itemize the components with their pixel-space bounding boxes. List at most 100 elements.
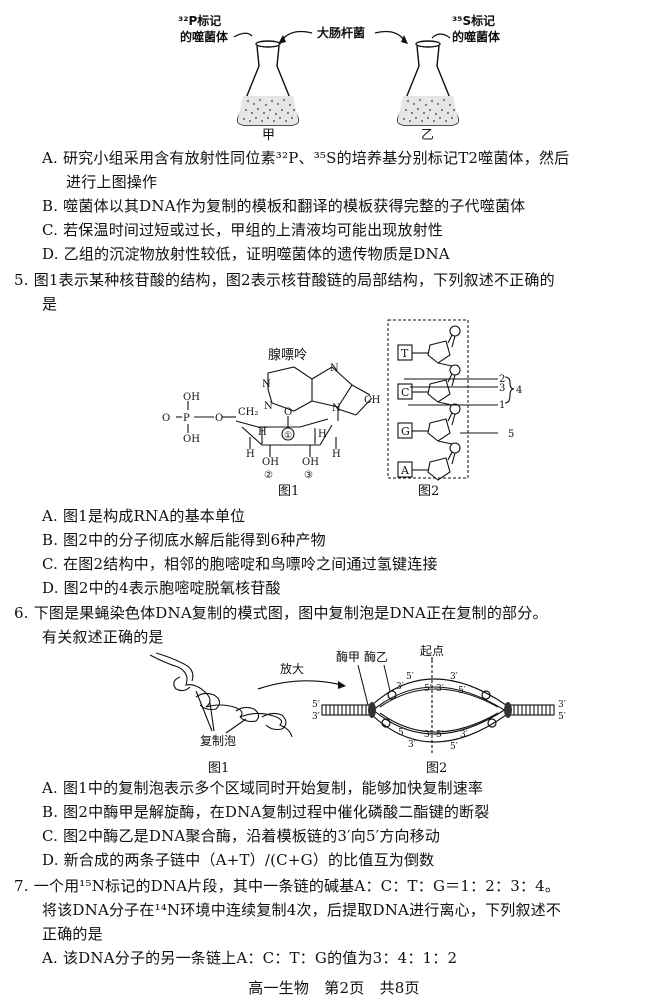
q4-option-a: A. 研究小组采用含有放射性同位素³²P、³⁵S的培养基分别标记T2噬菌体，然后 xyxy=(42,149,570,167)
flask-diagram xyxy=(233,30,460,126)
q4-option-a-cont: 进行上图操作 xyxy=(66,173,158,191)
q6-arrow-label: 放大 xyxy=(280,661,304,676)
label-ecoli: 大肠杆菌 xyxy=(317,26,366,40)
fig1-lbl-20: ③ xyxy=(304,470,313,481)
q5-option-a: A. 图1是构成RNA的基本单位 xyxy=(42,507,246,525)
flask-right-caption: 乙 xyxy=(421,128,435,143)
fig2-base-c: C xyxy=(401,386,409,399)
end-5: 3′ xyxy=(396,682,404,692)
fig2-caption: 图2 xyxy=(418,484,439,499)
q6-fig1-label: 复制泡 xyxy=(200,734,236,748)
fig1-lbl-4: O xyxy=(215,413,223,424)
fig1-lbl-14: H xyxy=(258,427,267,438)
q5-figures: 腺嘌呤 OH P O OH O CH₂ N N N N CH O ① H H H… xyxy=(162,319,522,499)
fig1-lbl-1: P xyxy=(183,413,190,424)
fig1-lbl-9: N xyxy=(332,403,341,414)
q5-stem-cont: 是 xyxy=(42,295,58,313)
fig2-lbl-2: 2 xyxy=(499,374,505,385)
q7-stem-cont1: 将该DNA分子在¹⁴N环境中连续复制4次，后提取DNA进行离心，下列叙述不 xyxy=(42,901,562,919)
label-32p-line2: 的噬菌体 xyxy=(180,30,229,44)
fig1-lbl-6: N xyxy=(262,379,271,390)
q6-fig2-caption: 图2 xyxy=(426,761,447,776)
label-32p-line1: ³²P标记 xyxy=(178,14,222,28)
q7-option-a: A. 该DNA分子的另一条链上A：C：T：G的值为3：4：1：2 xyxy=(42,949,458,967)
fig2-chain xyxy=(397,325,515,481)
q6-option-a: A. 图1中的复制泡表示多个区域同时开始复制，能够加快复制速率 xyxy=(42,779,484,797)
q7-stem: 7. 一个用¹⁵N标记的DNA片段，其中一条链的碱基A：C：T：G＝1：2：3：… xyxy=(14,877,561,895)
label-35s-line2: 的噬菌体 xyxy=(452,30,501,44)
q6-fig1-chromosome xyxy=(149,652,293,738)
fig1-lbl-7: N xyxy=(264,401,273,412)
fig1-lbl-19: ② xyxy=(264,470,273,481)
fig1-lbl-8: N xyxy=(330,363,339,374)
fig1-lbl-5: CH₂ xyxy=(238,407,258,418)
q7-stem-cont2: 正确的是 xyxy=(42,925,103,943)
fig2-lbl-3: 3 xyxy=(499,383,505,394)
fig1-nucleotide xyxy=(176,366,373,457)
q4-option-b: B. 噬菌体以其DNA作为复制的模板和翻译的模板获得完整的子代噬菌体 xyxy=(42,197,526,215)
end-7: 5′ xyxy=(458,686,466,696)
fig1-lbl-12: ① xyxy=(284,431,292,441)
fig1-lbl-11: O xyxy=(284,407,292,418)
label-35s-line1: ³⁵S标记 xyxy=(452,14,496,28)
q6-option-d: D. 新合成的两条子链中（A+T）/(C+G）的比值互为倒数 xyxy=(42,851,435,869)
fig2-lbl-1: 1 xyxy=(499,400,505,411)
fig1-lbl-17: OH xyxy=(262,457,279,468)
q6-stem: 6. 下图是果蝇染色体DNA复制的模式图，图中复制泡是DNA正在复制的部分。 xyxy=(14,604,548,622)
q6-figures: 复制泡 图1 放大 起点 酶甲 酶乙 5′ 3′ 3′ 5′ 5′ xyxy=(149,644,566,776)
end-14: 3′ xyxy=(424,730,432,740)
end-10: 3′ xyxy=(460,730,468,740)
q6-fig1-caption: 图1 xyxy=(208,761,229,776)
end-1: 3′ xyxy=(312,712,320,722)
q6-enzyme-b-label: 酶乙 xyxy=(364,649,388,664)
enzyme-a-left xyxy=(368,702,376,718)
arrow-left-top xyxy=(233,32,253,38)
enzyme-b-1 xyxy=(387,690,397,700)
enzyme-b-3 xyxy=(481,690,491,700)
end-3: 5′ xyxy=(558,712,566,722)
fig2-base-t: T xyxy=(401,347,409,360)
q5-option-b: B. 图2中的分子彻底水解后能得到6种产物 xyxy=(42,531,326,549)
end-9: 3′ xyxy=(408,740,416,750)
fig1-lbl-15: H xyxy=(318,429,327,440)
q5-option-c: C. 在图2结构中，相邻的胞嘧啶和鸟嘌呤之间通过氢键连接 xyxy=(42,555,438,573)
end-6: 3′ xyxy=(450,672,458,682)
end-11: 5′ xyxy=(450,742,458,752)
q6-option-c: C. 图2中酶乙是DNA聚合酶，沿着模板链的3′向5′方向移动 xyxy=(42,827,441,845)
q4-option-d: D. 乙组的沉淀物放射性较低，证明噬菌体的遗传物质是DNA xyxy=(42,245,450,263)
fig2-base-a: A xyxy=(400,464,410,477)
fig1-caption: 图1 xyxy=(278,484,299,499)
enzyme-b-4 xyxy=(487,718,497,728)
fig1-lbl-3: OH xyxy=(183,434,200,445)
end-12: 5′ xyxy=(424,684,432,694)
q4-option-c: C. 若保温时间过短或过长，甲组的上清液均可能出现放射性 xyxy=(42,221,444,239)
q6-fig2-bubble xyxy=(321,657,555,755)
fig1-title: 腺嘌呤 xyxy=(268,347,307,363)
end-15: 5′ xyxy=(436,730,444,740)
flask-left-caption: 甲 xyxy=(262,128,276,143)
fig1-lbl-13: H xyxy=(246,449,255,460)
end-8: 5′ xyxy=(398,728,406,738)
fig2-lbl-4: 4 xyxy=(516,385,522,396)
fig1-lbl-16: H xyxy=(332,449,341,460)
fig1-lbl-2: O xyxy=(162,413,170,424)
page-footer: 高一生物 第2页 共8页 xyxy=(248,979,420,997)
fig1-lbl-0: OH xyxy=(183,392,200,403)
q5-stem: 5. 图1表示某种核苷酸的结构，图2表示核苷酸链的局部结构，下列叙述不正确的 xyxy=(14,271,555,289)
end-4: 5′ xyxy=(406,672,414,682)
fig2-box xyxy=(387,319,469,479)
enzyme-b-2 xyxy=(381,718,391,728)
enzyme-a-right xyxy=(504,702,512,718)
q6-origin-label: 起点 xyxy=(420,644,444,658)
end-2: 3′ xyxy=(558,700,566,710)
end-13: 3′ xyxy=(436,684,444,694)
fig1-lbl-10: CH xyxy=(364,395,381,406)
fig2-base-g: G xyxy=(401,425,410,438)
q6-enzyme-a-label: 酶甲 xyxy=(336,649,360,664)
q5-option-d: D. 图2中的4表示胞嘧啶脱氧核苷酸 xyxy=(42,579,281,597)
fig1-lbl-18: OH xyxy=(302,457,319,468)
end-0: 5′ xyxy=(312,700,320,710)
q6-stem-cont: 有关叙述正确的是 xyxy=(42,628,164,646)
q6-option-b: B. 图2中酶甲是解旋酶，在DNA复制过程中催化磷酸二酯键的断裂 xyxy=(42,803,490,821)
fig2-lbl-5: 5 xyxy=(508,429,514,440)
